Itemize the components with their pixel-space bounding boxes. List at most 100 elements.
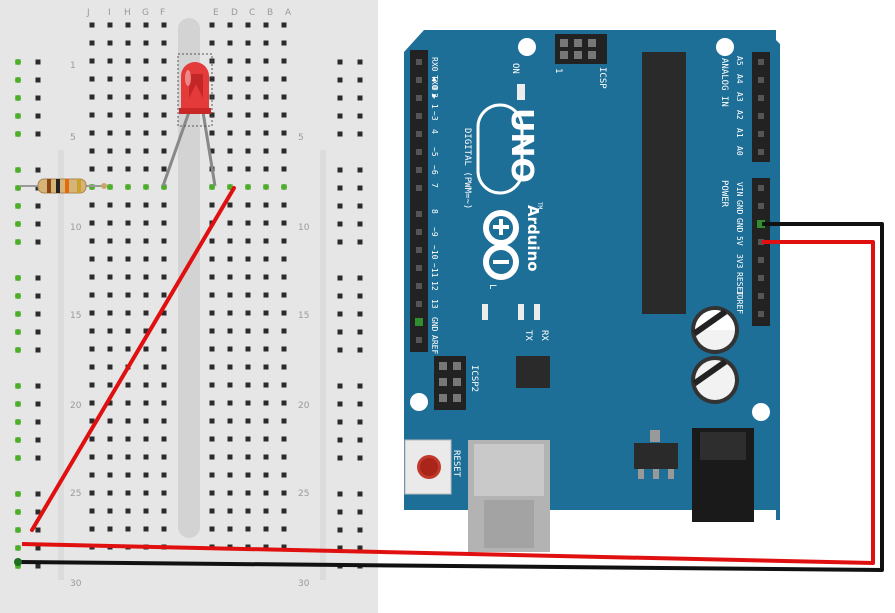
breadboard-hole — [161, 526, 167, 532]
breadboard-hole — [143, 256, 149, 262]
breadboard-hole — [143, 112, 149, 118]
breadboard-hole — [89, 436, 95, 442]
rail-hole — [337, 383, 343, 389]
breadboard-hole — [209, 472, 215, 478]
breadboard-hole — [161, 112, 167, 118]
breadboard-hole — [125, 472, 131, 478]
breadboard-hole — [89, 382, 95, 388]
rail-hole — [35, 527, 41, 533]
breadboard-hole — [263, 400, 269, 406]
breadboard-hole — [143, 220, 149, 226]
breadboard-hole — [161, 22, 167, 28]
breadboard-hole — [89, 292, 95, 298]
breadboard-hole — [245, 166, 251, 172]
red-wire-5v[interactable] — [21, 240, 875, 565]
connected-hole — [15, 221, 21, 227]
breadboard-hole — [263, 382, 269, 388]
rail-hole — [337, 347, 343, 353]
breadboard-hole — [227, 382, 233, 388]
connected-hole — [107, 184, 113, 190]
power-pin — [758, 311, 764, 317]
rx-label: RX — [539, 330, 549, 341]
pin-label-11: ~11 — [430, 263, 439, 278]
rail-hole — [337, 509, 343, 515]
breadboard-hole — [209, 148, 215, 154]
rail-hole — [337, 113, 343, 119]
connected-hole — [245, 184, 251, 190]
col-letter-g: G — [142, 8, 149, 18]
connected-hole — [15, 311, 21, 317]
breadboard-hole — [143, 166, 149, 172]
breadboard-hole — [161, 148, 167, 154]
rail-hole — [35, 401, 41, 407]
breadboard-hole — [107, 202, 113, 208]
red-wire-breadboard[interactable] — [30, 186, 236, 532]
breadboard-hole — [125, 58, 131, 64]
power-pin — [758, 293, 764, 299]
breadboard-hole — [263, 436, 269, 442]
row-number-30-right: 30 — [298, 579, 310, 589]
breadboard-hole — [227, 274, 233, 280]
breadboard-hole — [245, 472, 251, 478]
breadboard-hole — [263, 166, 269, 172]
breadboard-hole — [143, 40, 149, 46]
connected-hole — [15, 419, 21, 425]
resistor[interactable] — [20, 178, 107, 194]
icsp2-pins — [439, 362, 461, 402]
digital-pin — [416, 211, 422, 217]
rail-hole — [337, 329, 343, 335]
breadboard-hole — [263, 58, 269, 64]
breadboard-hole — [143, 274, 149, 280]
breadboard-hole — [143, 454, 149, 460]
voltage-regulator — [634, 430, 678, 479]
connected-hole — [15, 383, 21, 389]
rail-hole — [337, 239, 343, 245]
connected-hole — [15, 527, 21, 533]
connected-hole — [15, 347, 21, 353]
breadboard-hole — [281, 112, 287, 118]
breadboard-hole — [227, 148, 233, 154]
breadboard-hole — [245, 76, 251, 82]
breadboard-hole — [161, 472, 167, 478]
breadboard-hole — [125, 328, 131, 334]
breadboard-hole — [209, 364, 215, 370]
breadboard-hole — [227, 202, 233, 208]
row-number-25: 25 — [70, 489, 81, 499]
pin-label-ioref: IOREF — [735, 290, 744, 314]
row-number-20-right: 20 — [298, 401, 310, 411]
pin-label-a4: A4 — [735, 74, 744, 84]
connected-hole — [15, 491, 21, 497]
wires — [14, 186, 884, 572]
black-wire-gnd[interactable] — [17, 222, 884, 572]
breadboard-hole — [125, 490, 131, 496]
rail-hole — [337, 59, 343, 65]
rail-hole — [357, 95, 363, 101]
row-number-5: 5 — [70, 133, 76, 143]
breadboard-hole — [227, 292, 233, 298]
breadboard-hole — [209, 238, 215, 244]
breadboard-hole — [245, 112, 251, 118]
connected-hole — [15, 59, 21, 65]
rail-divider-right — [320, 150, 326, 580]
arduino-uno-board: UNO Arduino TM ON ICSP 1 ICSP2 RESET DIG… — [404, 30, 780, 552]
digital-pin — [416, 229, 422, 235]
breadboard-hole — [125, 202, 131, 208]
red-led[interactable] — [161, 53, 217, 187]
breadboard-hole — [107, 292, 113, 298]
breadboard-hole — [89, 148, 95, 154]
rail-hole — [357, 131, 363, 137]
breadboard-hole — [245, 454, 251, 460]
digital-pin — [416, 59, 422, 65]
breadboard-hole — [209, 76, 215, 82]
rail-hole — [357, 275, 363, 281]
breadboard-hole — [107, 436, 113, 442]
col-letter-a: A — [285, 8, 292, 18]
usb-connector — [468, 440, 550, 552]
reset-button[interactable] — [404, 439, 452, 495]
connected-hole — [15, 455, 21, 461]
breadboard-hole — [227, 364, 233, 370]
breadboard-hole — [125, 220, 131, 226]
breadboard-hole — [245, 148, 251, 154]
gnd-pin-highlight — [415, 318, 423, 326]
breadboard-hole — [89, 166, 95, 172]
